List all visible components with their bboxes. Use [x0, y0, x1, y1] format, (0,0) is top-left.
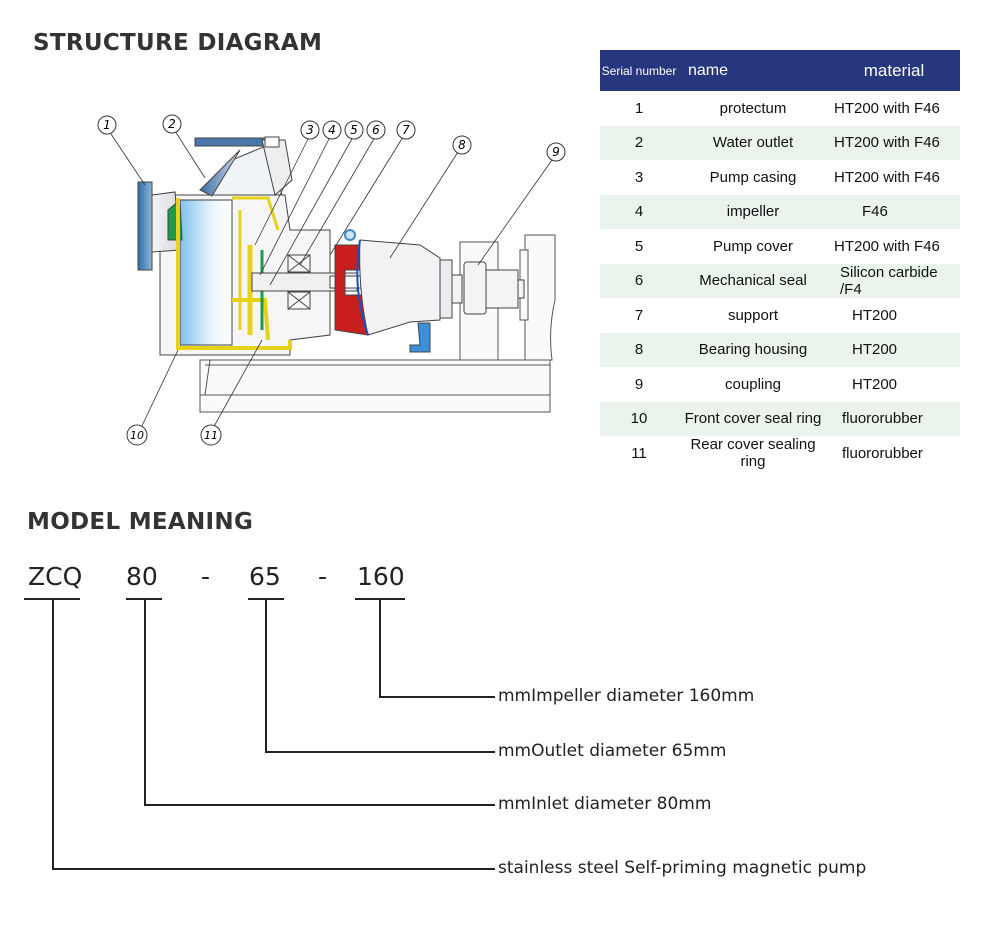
- row-material: Silicon carbide /F4: [828, 263, 960, 298]
- row-serial: 1: [634, 99, 644, 117]
- callouts: 1 2 3 4 5 6 7 8 9 10 11: [97, 114, 566, 446]
- row-material: fluororubber: [828, 401, 960, 436]
- model-meaning-title: MODEL MEANING: [27, 509, 254, 535]
- table-row: 7 support HT200: [600, 298, 960, 333]
- leader-lines: [110, 130, 553, 431]
- leader-inlet-v: [144, 598, 146, 805]
- row-serial: 8: [600, 332, 678, 367]
- callout-7: 7: [396, 120, 416, 140]
- desc-impeller-diameter: mmImpeller diameter 160mm: [498, 686, 755, 706]
- callout-3: 3: [300, 120, 320, 140]
- leader-outlet-v: [265, 598, 267, 752]
- row-serial: 9: [634, 375, 644, 393]
- table-row: 2 Water outlet HT200 with F46: [600, 125, 960, 160]
- leader-series-v: [52, 598, 54, 869]
- row-material: F46: [828, 194, 960, 229]
- callout-11: 11: [200, 424, 222, 446]
- header-serial-number: Serial number: [600, 50, 678, 91]
- base-plate: [199, 359, 551, 413]
- table-row: 5 Pump cover HT200 with F46: [600, 229, 960, 264]
- pump-casing: [137, 136, 331, 356]
- desc-outlet-diameter: mmOutlet diameter 65mm: [498, 741, 727, 761]
- row-material: HT200 with F46: [834, 99, 940, 117]
- row-name: protectum: [719, 99, 787, 117]
- callout-4: 4: [322, 120, 342, 140]
- pump-structure-diagram: 1 2 3 4 5 6 7 8 9 10 11: [97, 114, 566, 446]
- callout-5: 5: [344, 120, 364, 140]
- table-row: 3 Pump casing HT200 with F46: [600, 160, 960, 195]
- callout-6: 6: [366, 120, 386, 140]
- model-code-outlet: 65: [249, 562, 281, 591]
- row-name: Rear cover sealing ring: [690, 436, 816, 471]
- svg-text:3: 3: [306, 123, 314, 137]
- row-serial: 3: [634, 168, 644, 186]
- table-row: 10 Front cover seal ring fluororubber: [600, 401, 960, 436]
- row-material: HT200 with F46: [828, 125, 960, 160]
- row-name: Pump casing: [709, 168, 797, 186]
- svg-text:1: 1: [103, 118, 111, 132]
- leader-inlet-h: [144, 804, 495, 806]
- row-serial: 7: [634, 306, 644, 324]
- row-name: Front cover seal ring: [678, 401, 828, 436]
- row-serial: 11: [631, 444, 647, 462]
- header-name: name: [678, 50, 828, 91]
- row-serial: 4: [600, 194, 678, 229]
- leader-outlet-h: [265, 751, 495, 753]
- svg-text:2: 2: [168, 117, 176, 131]
- svg-text:4: 4: [328, 123, 336, 137]
- row-material: HT200: [852, 306, 898, 324]
- parts-material-table: Serial number name material 1 protectum …: [600, 50, 960, 471]
- callout-8: 8: [452, 135, 472, 155]
- desc-pump-series: stainless steel Self-priming magnetic pu…: [498, 858, 867, 878]
- callout-1: 1: [97, 115, 117, 135]
- table-row: 11 Rear cover sealing ring fluororubber: [600, 436, 960, 471]
- svg-text:8: 8: [458, 138, 466, 152]
- row-material: HT200: [828, 332, 960, 367]
- row-name: Bearing housing: [678, 332, 828, 367]
- table-row: 6 Mechanical seal Silicon carbide /F4: [600, 263, 960, 298]
- row-name: Mechanical seal: [678, 263, 828, 298]
- leader-impeller-h: [379, 696, 495, 698]
- row-serial: 10: [600, 401, 678, 436]
- leader-impeller-v: [379, 598, 381, 697]
- callout-2: 2: [162, 114, 182, 134]
- row-serial: 6: [600, 263, 678, 298]
- table-header-row: Serial number name material: [600, 50, 960, 91]
- row-name: coupling: [725, 375, 781, 393]
- row-serial: 5: [634, 237, 644, 255]
- header-material: material: [828, 50, 960, 91]
- table-row: 8 Bearing housing HT200: [600, 332, 960, 367]
- row-name: Pump cover: [712, 237, 794, 255]
- table-row: 1 protectum HT200 with F46: [600, 91, 960, 126]
- svg-text:9: 9: [552, 145, 560, 159]
- svg-text:5: 5: [350, 123, 358, 137]
- structure-diagram-title: STRUCTURE DIAGRAM: [33, 30, 323, 56]
- model-code-dash: -: [201, 562, 211, 591]
- table-row: 9 coupling HT200: [600, 367, 960, 402]
- svg-text:6: 6: [372, 123, 380, 137]
- model-code-impeller: 160: [357, 562, 405, 591]
- row-serial: 2: [600, 125, 678, 160]
- svg-text:11: 11: [204, 429, 218, 442]
- leader-series-h: [52, 868, 495, 870]
- row-name: Water outlet: [678, 125, 828, 160]
- table-row: 4 impeller F46: [600, 194, 960, 229]
- model-code-series: ZCQ: [28, 562, 83, 591]
- coupling: [451, 261, 525, 315]
- row-material: fluororubber: [842, 444, 923, 462]
- model-code-inlet: 80: [126, 562, 158, 591]
- bearing-housing: [334, 229, 453, 353]
- desc-inlet-diameter: mmInlet diameter 80mm: [498, 794, 712, 814]
- row-material: HT200 with F46: [834, 237, 940, 255]
- svg-text:7: 7: [402, 123, 410, 137]
- row-name: impeller: [678, 194, 828, 229]
- row-name: support: [727, 306, 779, 324]
- svg-text:10: 10: [130, 429, 144, 442]
- callout-10: 10: [126, 424, 148, 446]
- callout-9: 9: [546, 142, 566, 162]
- row-material: HT200: [852, 375, 898, 393]
- row-material: HT200 with F46: [834, 168, 940, 186]
- model-code-dash: -: [318, 562, 328, 591]
